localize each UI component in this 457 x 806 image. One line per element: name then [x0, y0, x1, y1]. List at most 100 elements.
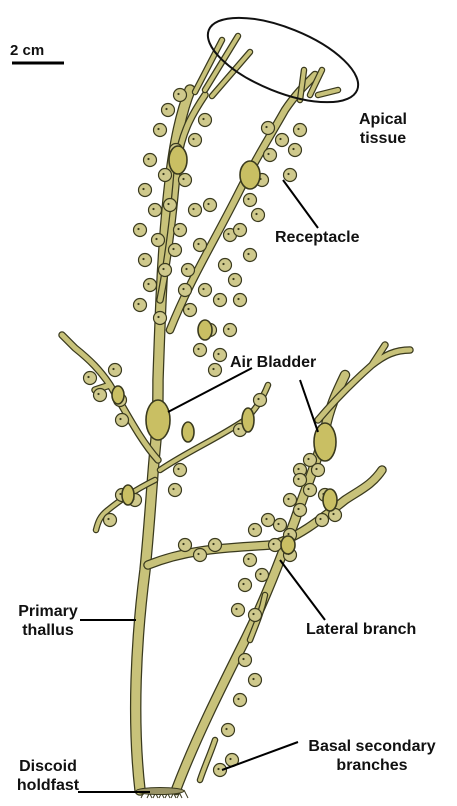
receptacle-dot [279, 138, 281, 140]
receptacle-dot [222, 263, 224, 265]
air-bladder [182, 422, 194, 442]
receptacle-dot [247, 198, 249, 200]
holdfast-fiber [184, 790, 188, 798]
receptacle-bead [199, 114, 212, 127]
receptacle-bead [209, 539, 222, 552]
receptacle-bead [254, 394, 267, 407]
receptacle-bead [249, 674, 262, 687]
air-bladder [169, 146, 187, 174]
receptacle-bead [182, 264, 195, 277]
receptacle-dot [232, 278, 234, 280]
receptacle-dot [307, 458, 309, 460]
basal-secondary-branches-label: Basal secondary branches [296, 737, 448, 775]
receptacle-dot [182, 288, 184, 290]
receptacle-bead [204, 199, 217, 212]
receptacle-dot [177, 228, 179, 230]
receptacle-dot [237, 228, 239, 230]
receptacle-dot [155, 238, 157, 240]
receptacle-dot [297, 128, 299, 130]
receptacle-bead [276, 134, 289, 147]
receptacle-bead [284, 169, 297, 182]
receptacle-dot [162, 268, 164, 270]
receptacle-bead [294, 504, 307, 517]
receptacle-dot [97, 393, 99, 395]
apical-tissue-label-line1: Apical [340, 110, 426, 129]
receptacle-dot [177, 468, 179, 470]
receptacle-bead [134, 224, 147, 237]
receptacle-dot [165, 108, 167, 110]
receptacle-dot [287, 173, 289, 175]
receptacle-dot [297, 508, 299, 510]
receptacle-dot [235, 608, 237, 610]
receptacle-dot [292, 148, 294, 150]
receptacle-bead [194, 239, 207, 252]
receptacle-bead [264, 149, 277, 162]
receptacle-bead [209, 364, 222, 377]
receptacle-bead [256, 569, 269, 582]
receptacle-dot [242, 583, 244, 585]
receptacle-dot [227, 328, 229, 330]
air-bladder [112, 386, 124, 404]
receptacle-dot [187, 308, 189, 310]
receptacle-bead [174, 224, 187, 237]
receptacle-dot [217, 768, 219, 770]
receptacle-dot [197, 348, 199, 350]
receptacle-dot [247, 558, 249, 560]
receptacle-dot [137, 228, 139, 230]
receptacle-dot [332, 513, 334, 515]
receptacle-dot [297, 468, 299, 470]
receptacle-bead [104, 514, 117, 527]
air-bladder [198, 320, 212, 340]
receptacle-bead [134, 299, 147, 312]
receptacle-dot [267, 153, 269, 155]
apical-fork-1-outline [195, 36, 250, 96]
receptacle-bead [294, 124, 307, 137]
receptacle-bead [214, 349, 227, 362]
receptacle-dot [107, 518, 109, 520]
receptacle-bead [144, 154, 157, 167]
discoid-holdfast-label-line1: Discoid [8, 757, 88, 776]
receptacle-dot [172, 248, 174, 250]
receptacle-dot [237, 698, 239, 700]
receptacle-dot [255, 213, 257, 215]
receptacle-bead [159, 264, 172, 277]
receptacle-bead [244, 194, 257, 207]
receptacle-bead [144, 279, 157, 292]
receptacle-dot [162, 173, 164, 175]
air-bladder [240, 161, 260, 189]
air-bladder [323, 489, 337, 511]
receptacle-bead [109, 364, 122, 377]
receptacle-leader [283, 180, 318, 228]
receptacle-dot [265, 518, 267, 520]
air-bladder [242, 408, 254, 432]
receptacle-bead [194, 344, 207, 357]
receptacle-dot [252, 528, 254, 530]
receptacle-bead [189, 134, 202, 147]
air-bladder [146, 400, 170, 440]
receptacle-dot [237, 428, 239, 430]
receptacle-bead [94, 389, 107, 402]
receptacle-dot [142, 258, 144, 260]
receptacle-dot [237, 298, 239, 300]
receptacle-bead [174, 464, 187, 477]
receptacle-bead [284, 494, 297, 507]
receptacle-dot [227, 233, 229, 235]
receptacle-bead [316, 514, 329, 527]
basal-secondary-branches-label-line1: Basal secondary [296, 737, 448, 756]
receptacle-bead [169, 244, 182, 257]
receptacle-bead [169, 484, 182, 497]
receptacle-dot [152, 208, 154, 210]
receptacle-dot [242, 658, 244, 660]
receptacle-dot [229, 758, 231, 760]
receptacle-dot [217, 353, 219, 355]
primary-thallus-label-line1: Primary [8, 602, 88, 621]
receptacle-bead [244, 554, 257, 567]
scale-bar-label: 2 cm [10, 42, 44, 59]
basal-secondary-branches-label-line2: branches [296, 756, 448, 775]
primary-thallus-label-line2: thallus [8, 621, 88, 640]
receptacle-bead [249, 524, 262, 537]
receptacle-dot [182, 543, 184, 545]
lateral-branch-label: Lateral branch [306, 620, 416, 639]
receptacle-bead [149, 204, 162, 217]
